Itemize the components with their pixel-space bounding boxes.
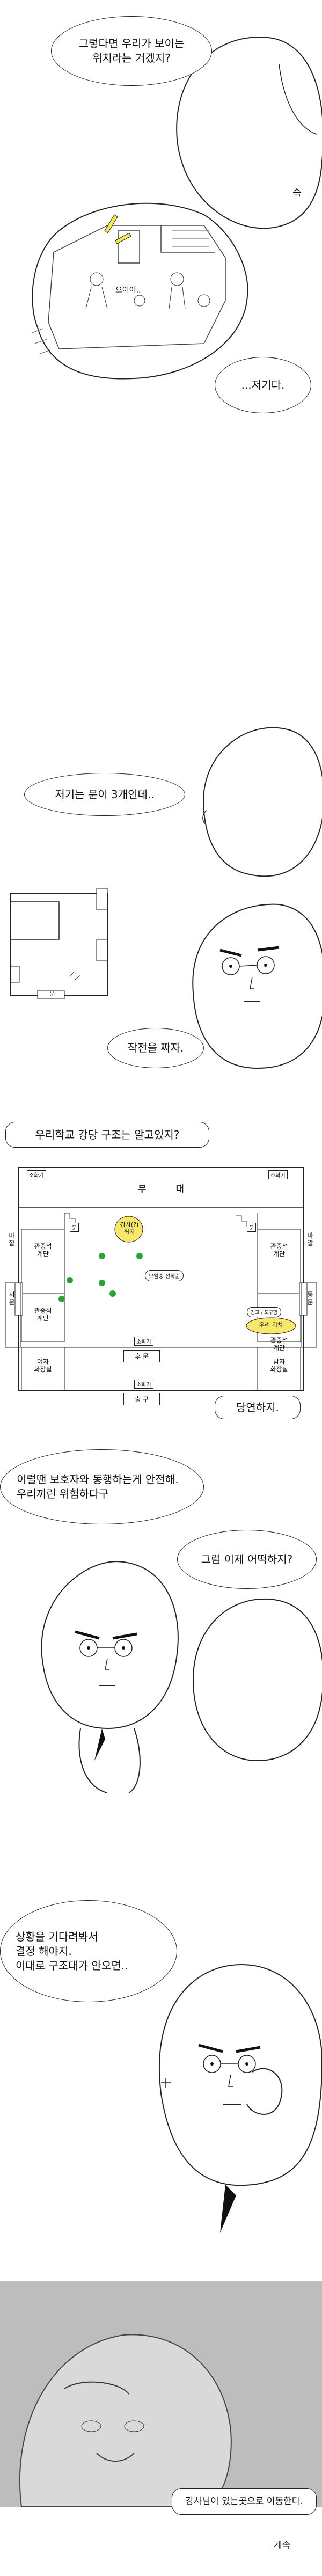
panel-1-bubble-bottom: ...저기다. [215,357,311,413]
panel-5: 상황을 기다려봐서 결정 해야지. 이대로 구조대가 안오면.. [0,1900,322,2244]
panel-1-sfx: 슥 [292,187,302,199]
map-right-window: 바 깥 [307,1232,313,1247]
map-west-door: 서 문 [9,1291,15,1307]
panel-6-caption: 강사님이 있는곳으로 이동한다. [172,2488,317,2515]
panel-1-art [32,37,322,380]
panel-4-art [41,1561,322,1793]
panel-4: 이럴땐 보호자와 동행하는게 안전해. 우리끼린 위험하다구 그럼 이제 어떡하… [0,1449,322,1793]
panel-4-bubble-right: 그럼 이제 어떡하지? [177,1530,317,1589]
map-east-door: 동 문 [307,1291,313,1307]
map-our-note: 창고 / 도구함 [247,1307,282,1317]
panel-1-drawing-sfx: 으어어.. [115,286,141,295]
panel-1-bubble-top: 그렇다면 우리가 보이는 위치라는 거겠지? [51,16,212,86]
map-teacher-pos: 강사(?) 위치 [120,1221,139,1236]
panel-6-art [0,2281,322,2507]
panel-2-art [10,727,322,1069]
map-extinguisher-2: 소화기 [268,1170,288,1179]
panel-5-bubble: 상황을 기다려봐서 결정 해야지. 이대로 구조대가 안오면.. [0,1900,177,2002]
map-left-stairs: 관중석 계단 [34,1243,52,1258]
panel-6-to-be-continued: 계속 [274,2540,291,2551]
panel-6: 강사님이 있는곳으로 이동한다. 계속 [0,2281,322,2576]
panel-5-art [158,1964,322,2233]
panel-1: 그렇다면 우리가 보이는 위치라는 거겠지? 슥 으어어.. ...저기다. [0,0,322,419]
map-extinguisher-4: 소화기 [134,1380,153,1389]
map-right-stairs: 관중석 계단 [270,1243,288,1258]
map-men-restroom: 남자 화장실 [270,1358,288,1374]
panel-2-map-door: 문 [49,990,55,997]
panel-3: 우리학교 강당 구조는 알고있지? [0,1122,322,1428]
map-door-2: 문 [247,1223,257,1232]
map-extinguisher-3: 소화기 [134,1337,153,1346]
panel-2-bubble-bottom: 작전을 짜자. [107,1028,204,1068]
map-right-stairs-2: 관중석 계단 [270,1337,288,1352]
map-stage-label: 무 대 [138,1184,184,1194]
map-extinguisher-1: 소화기 [27,1170,46,1179]
map-exit: 출 구 [123,1393,160,1405]
map-left-stairs-2: 관중석 계단 [34,1307,52,1323]
panel-2-bubble-top: 저기는 문이 3개인데.. [24,773,185,816]
map-our-pos: 우리 위치 [259,1322,283,1329]
panel-4-bubble-left: 이럴땐 보호자와 동행하는게 안전해. 우리끼린 위험하다구 [0,1449,204,1524]
map-back-door: 후 문 [123,1350,160,1362]
panel-3-bubble-top: 우리학교 강당 구조는 알고있지? [5,1122,209,1148]
map-left-window: 바 깥 [9,1232,15,1247]
panel-3-bubble-bottom: 당연하지. [215,1396,301,1419]
map-seat-label: 모임중 선착순 [145,1270,184,1281]
map-women-restroom: 여자 화장실 [34,1358,52,1374]
map-door-1: 문 [70,1223,79,1232]
panel-2: 저기는 문이 3개인데.. 문 작전을 짜자. [0,698,322,1084]
